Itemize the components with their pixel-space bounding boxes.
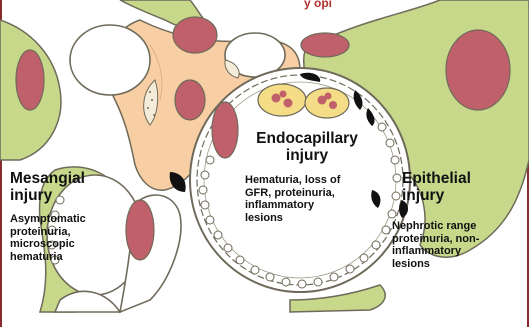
endocapillary-title: Endocapillary injury xyxy=(252,130,362,164)
mesangial-description: Asymptomatic proteinuria, microscopic he… xyxy=(10,213,86,263)
endocapillary-description: Hematuria, loss of GFR, proteinuria, inf… xyxy=(245,174,340,224)
epithelial-description: Nephrotic range proteinuria, non- inflam… xyxy=(392,220,479,270)
mesangial-title: Mesangial injury xyxy=(10,170,85,204)
top-clipped-text: y opi xyxy=(304,0,332,10)
epithelial-title: Epithelial injury xyxy=(402,170,471,204)
